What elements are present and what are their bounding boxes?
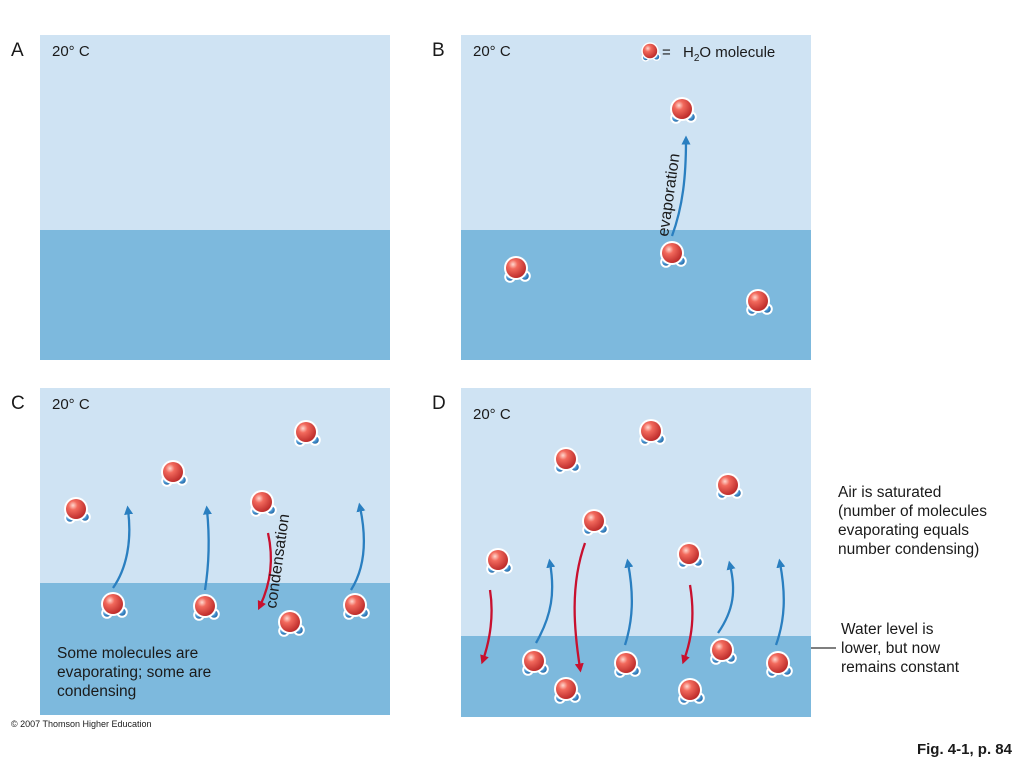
water-molecule <box>746 289 773 316</box>
water-molecule <box>710 638 737 665</box>
water-molecule <box>554 677 581 704</box>
water-molecule <box>614 651 641 678</box>
panel-letter-d: D <box>432 393 446 414</box>
water-molecule <box>716 473 743 500</box>
evaporation-arrow <box>717 560 736 634</box>
water-molecule <box>486 548 513 575</box>
water-molecule <box>250 490 277 517</box>
water-molecule <box>343 593 370 620</box>
water-molecule <box>670 97 697 124</box>
water-molecule-icon <box>641 42 661 62</box>
water-molecule <box>678 678 705 705</box>
panel-letter-b: B <box>432 40 445 61</box>
water-molecule <box>193 594 220 621</box>
evaporation-arrow <box>202 505 212 591</box>
note-line: lower, but now <box>841 640 941 657</box>
water-molecule <box>278 610 305 637</box>
note-line: evaporating equals <box>838 522 969 539</box>
evaporation-arrow <box>112 505 134 589</box>
water-molecule <box>554 447 581 474</box>
water-molecule <box>161 460 188 487</box>
panel-b: 20° C = H2O molecule <box>461 35 811 360</box>
note-line: remains constant <box>841 659 960 676</box>
water-molecule <box>504 256 531 283</box>
evaporation-arrow <box>670 135 691 237</box>
note-line: condensing <box>57 683 137 700</box>
evaporation-arrow <box>350 502 366 591</box>
evaporation-arrow <box>774 558 786 646</box>
copyright: © 2007 Thomson Higher Education <box>11 719 152 729</box>
water-level-note: Water level is lower, but now remains co… <box>841 620 959 677</box>
water-molecule <box>582 509 609 536</box>
air-region <box>461 35 811 230</box>
water-molecule <box>64 497 91 524</box>
panel-letter-a: A <box>11 40 24 61</box>
temperature-label: 20° C <box>52 43 90 60</box>
note-line: (number of molecules <box>838 503 988 520</box>
condensation-label: condensation <box>263 513 293 610</box>
water-region <box>40 230 390 360</box>
water-molecule <box>294 420 321 447</box>
panel-d: 20° C <box>461 388 811 717</box>
water-molecule <box>101 592 128 619</box>
note-line: Air is saturated <box>838 484 942 501</box>
panel-letter-c: C <box>11 393 25 414</box>
legend-subscript: 2 <box>693 53 700 64</box>
condensation-arrow <box>480 589 493 665</box>
evaporation-label: evaporation <box>655 152 683 237</box>
note-line: evaporating; some are <box>57 664 212 681</box>
panel-a: 20° C <box>40 35 390 360</box>
water-molecule <box>660 241 687 268</box>
panel-c-note: Some molecules are evaporating; some are… <box>57 644 211 701</box>
water-molecule <box>522 649 549 676</box>
air-saturated-note: Air is saturated (number of molecules ev… <box>838 483 987 559</box>
legend-equals: = <box>662 44 671 61</box>
air-region <box>40 388 390 583</box>
air-region <box>461 388 811 636</box>
condensation-arrow <box>573 542 587 673</box>
note-line: Some molecules are <box>57 645 199 662</box>
legend-label: H2O molecule <box>683 44 775 64</box>
condensation-arrow <box>681 584 694 665</box>
legend-label-prefix: H <box>683 44 694 61</box>
air-region <box>40 35 390 230</box>
temperature-label: 20° C <box>52 396 90 413</box>
water-molecule <box>766 651 793 678</box>
legend-label-suffix: O molecule <box>699 44 776 61</box>
note-line: number condensing) <box>838 541 980 558</box>
water-molecule <box>677 542 704 569</box>
evaporation-arrow <box>535 558 556 644</box>
condensation-arrow <box>257 532 272 611</box>
water-molecule <box>639 419 666 446</box>
temperature-label: 20° C <box>473 43 511 60</box>
evaporation-arrow <box>623 558 634 646</box>
note-line: Water level is <box>841 621 934 638</box>
temperature-label: 20° C <box>473 406 511 423</box>
figure-reference: Fig. 4-1, p. 84 <box>916 741 1012 758</box>
